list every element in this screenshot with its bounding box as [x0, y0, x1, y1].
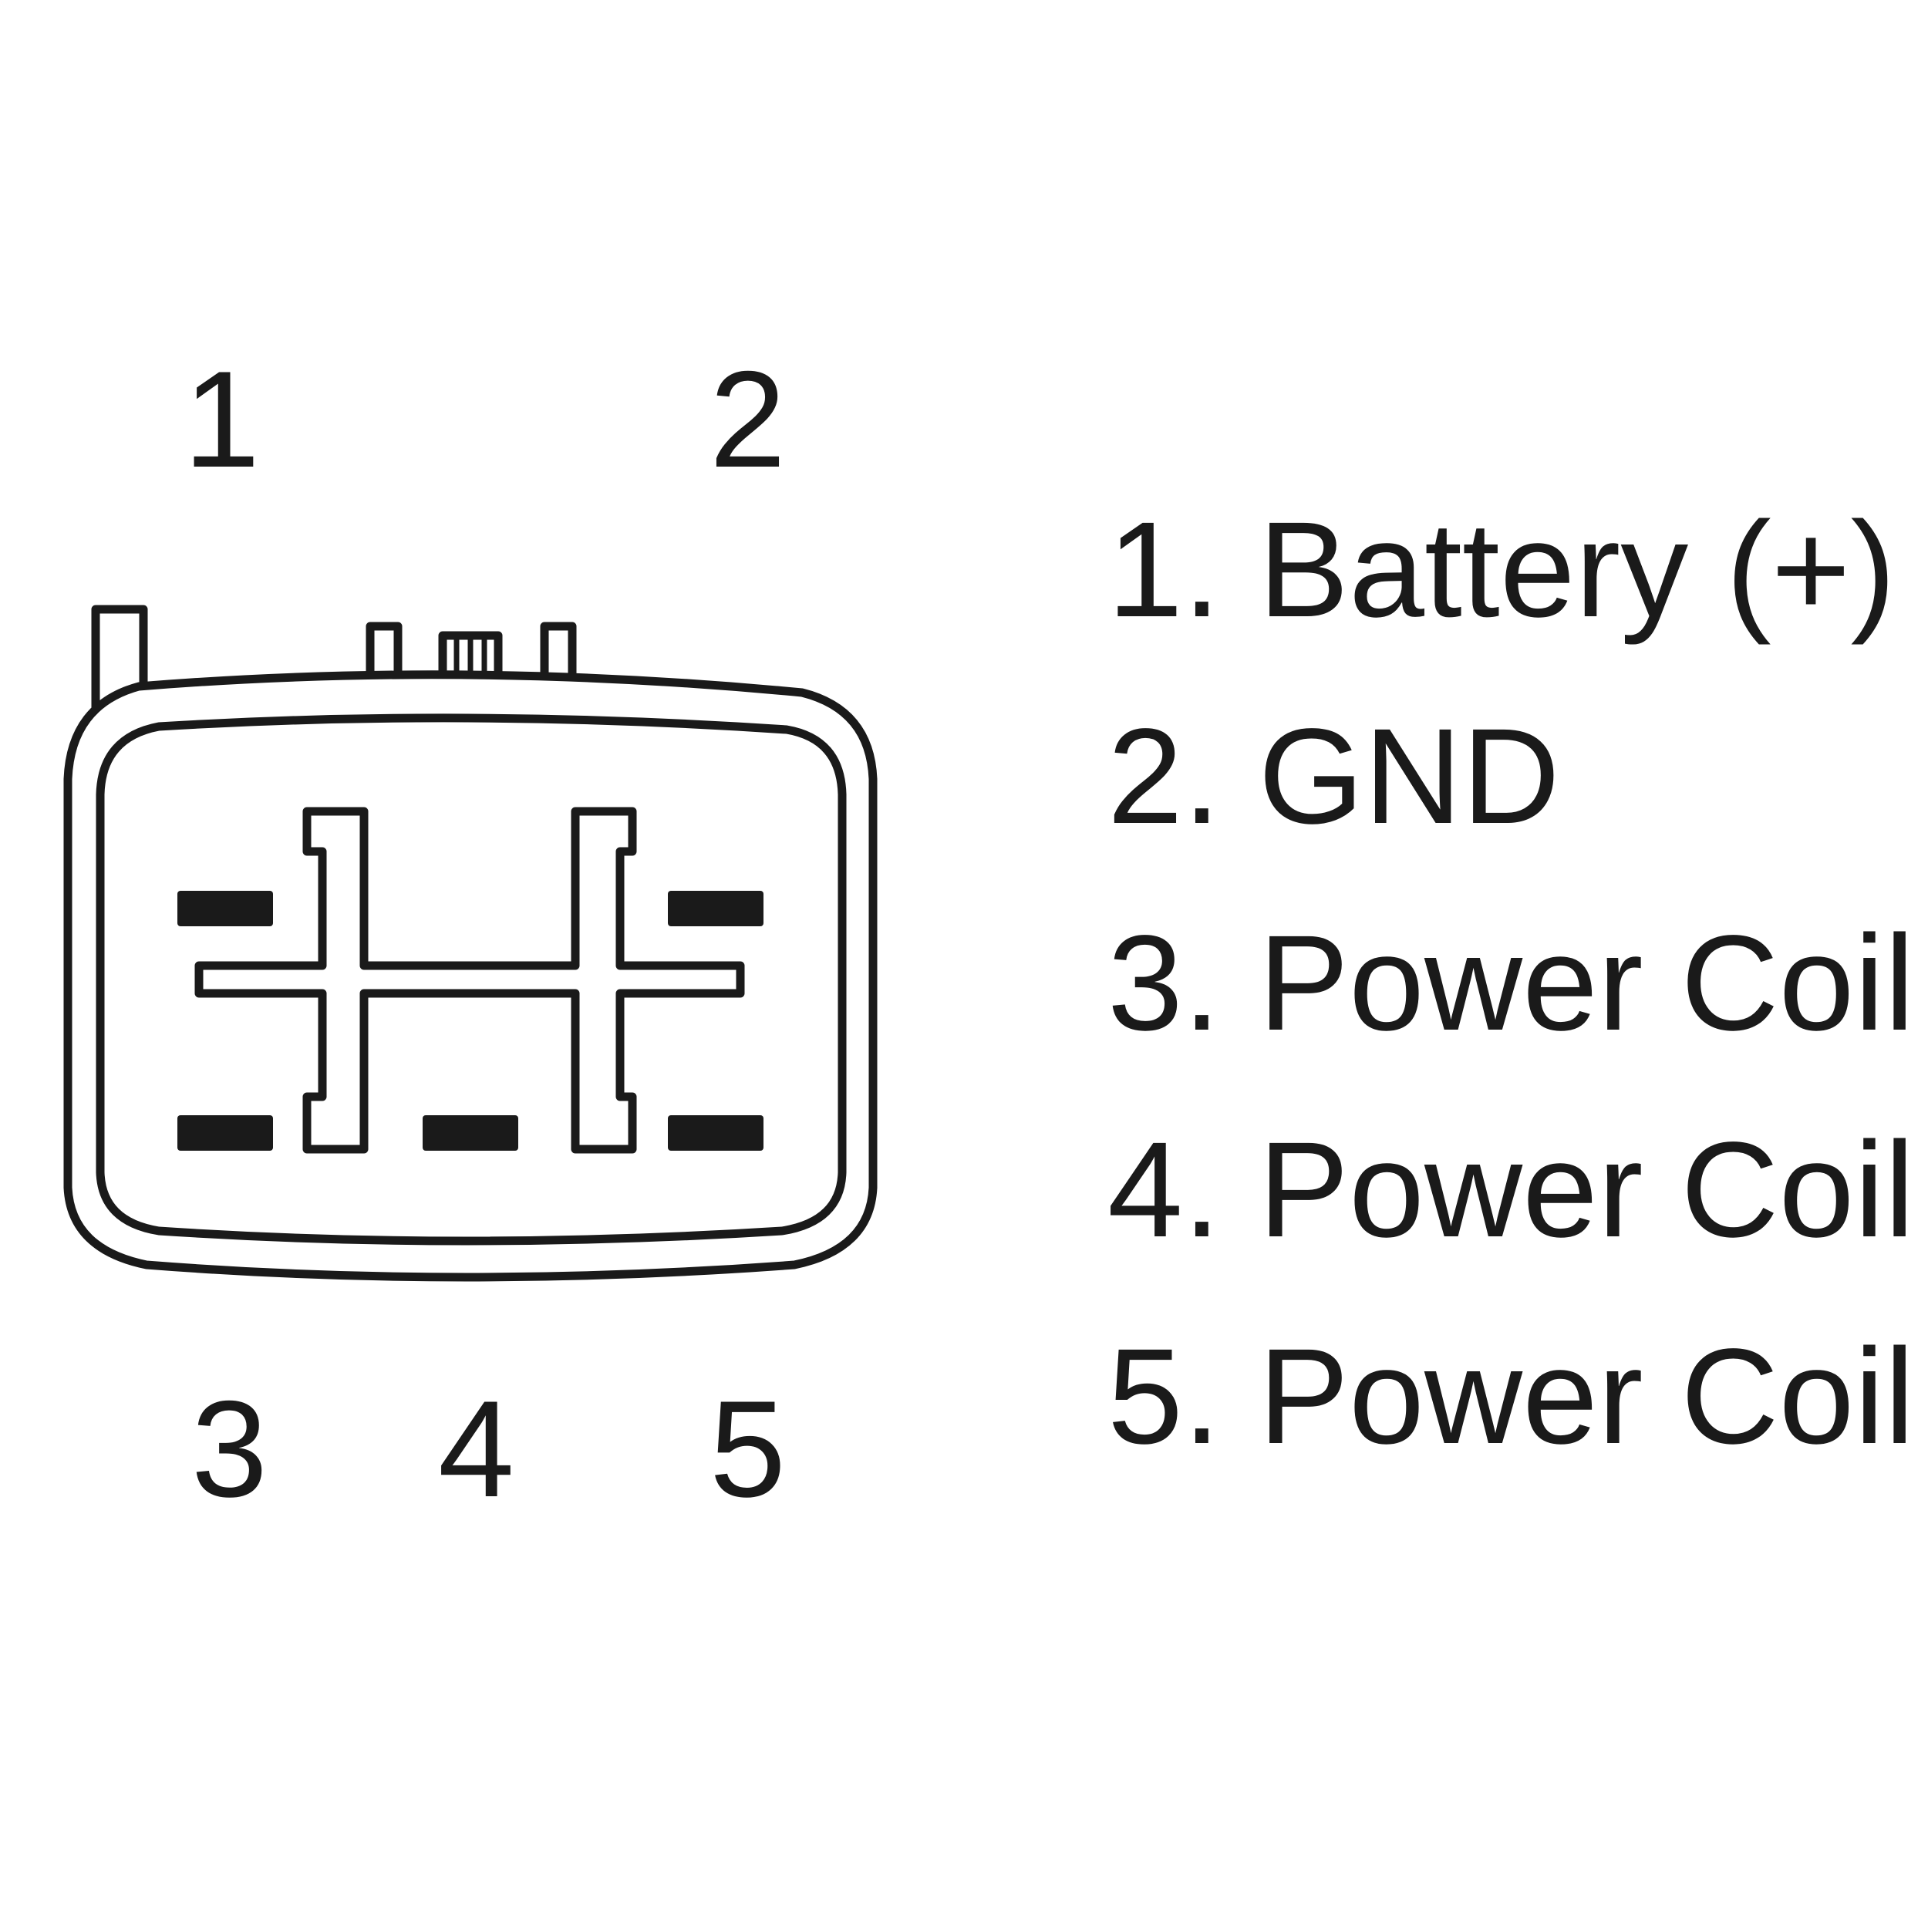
legend-item-pin-5: 5. Power Coil: [1107, 1321, 1915, 1472]
pin-3-slot: [177, 1115, 273, 1151]
connector-key-wall: [194, 807, 745, 1154]
legend-item-pin-3: 3. Power Coil: [1107, 908, 1915, 1059]
pin-1-number: 1: [184, 342, 260, 496]
pin-2-number: 2: [710, 342, 786, 496]
pin-3-number: 3: [191, 1372, 268, 1526]
legend-item-pin-4: 4. Power Coil: [1107, 1114, 1915, 1266]
pin-legend: 1. Battery (+) 2. GND 3. Power Coil 4. P…: [1107, 467, 1915, 1500]
legend-item-pin-2: 2. GND: [1107, 701, 1560, 852]
legend-item-pin-1: 1. Battery (+): [1107, 494, 1896, 646]
pin-4-slot: [423, 1115, 518, 1151]
pin-1-slot: [177, 891, 273, 926]
pin-5-number: 5: [710, 1372, 786, 1526]
pin-5-slot: [668, 1115, 763, 1151]
pin-2-slot: [668, 891, 763, 926]
pin-4-number: 4: [438, 1372, 514, 1526]
